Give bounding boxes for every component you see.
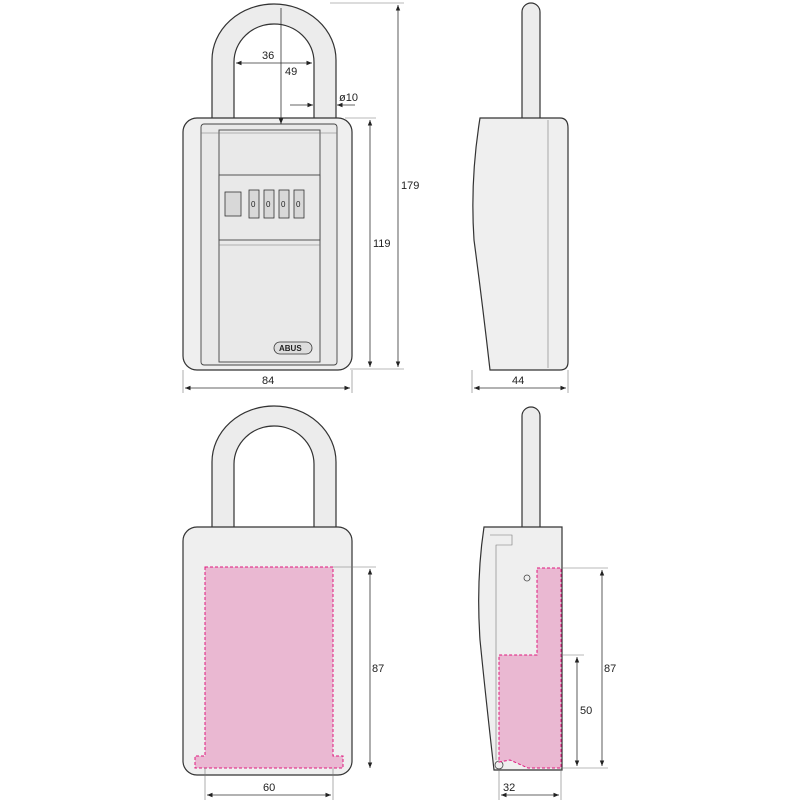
front-view: 0 0 0 0 ABUS 36 49 ø10 119 179 84	[182, 2, 419, 393]
dim-shackle-width: 36	[262, 50, 274, 62]
dim-compartment-height: 87	[372, 663, 384, 675]
storage-compartment	[498, 567, 562, 769]
dim-shackle-diameter: ø10	[339, 92, 358, 104]
side-section-view: 87 50 32	[478, 406, 616, 800]
shackle	[521, 2, 541, 126]
dim-body-width: 84	[262, 375, 274, 387]
center-panel	[218, 129, 321, 363]
dim-compartment-depth: 32	[503, 782, 515, 794]
dial-digit: 0	[281, 200, 286, 209]
lock-body	[472, 117, 569, 371]
storage-compartment	[194, 566, 344, 769]
front-section-view: 87 60	[182, 405, 384, 800]
dim-body-depth: 44	[512, 375, 524, 387]
shackle	[521, 406, 541, 533]
dim-shackle-clearance: 49	[285, 66, 297, 78]
dial-digit: 0	[296, 200, 301, 209]
dial-digit: 0	[251, 200, 256, 209]
shackle	[211, 3, 337, 126]
dim-compartment-height-side: 87	[604, 663, 616, 675]
side-view: 44	[471, 2, 569, 393]
brand-logo: ABUS	[279, 344, 302, 353]
release-button[interactable]	[224, 191, 242, 217]
shackle	[211, 405, 337, 533]
dim-compartment-width: 60	[263, 782, 275, 794]
dial-digit: 0	[266, 200, 271, 209]
dim-compartment-lower-height: 50	[580, 705, 592, 717]
dim-total-height: 179	[401, 180, 419, 192]
brand-badge	[273, 341, 313, 355]
combination-dials[interactable]: 0 0 0 0	[248, 189, 305, 219]
dim-body-height: 119	[373, 238, 391, 250]
